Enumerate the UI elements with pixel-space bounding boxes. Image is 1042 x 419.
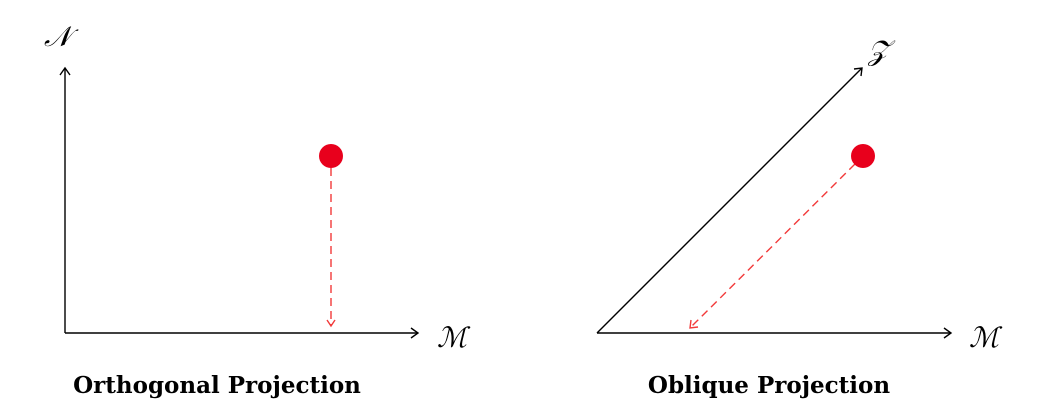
oblique-panel: ℳ 𝒵 Oblique Projection [596,34,1003,399]
orthogonal-point [319,144,343,168]
z-axis-label: 𝒵 [867,34,896,67]
oblique-caption: Oblique Projection [648,372,890,399]
m-axis-label: ℳ [437,321,471,354]
oblique-projection-arrowhead [689,319,699,329]
oblique-point [851,144,875,168]
n-axis-label: 𝒩 [44,20,79,53]
orthogonal-projection-arrowhead [326,319,336,328]
n-axis-arrowhead [59,66,71,76]
orthogonal-panel: 𝒩 ℳ Orthogonal Projection [44,20,471,399]
z-axis [596,67,863,334]
oblique-projection-line [690,163,856,328]
m-axis-arrowhead [410,327,420,339]
z-axis-arrowhead [853,67,863,77]
orthogonal-caption: Orthogonal Projection [73,372,361,399]
m-axis-oblique-label: ℳ [969,321,1003,354]
m-axis-oblique-arrowhead [943,327,953,339]
